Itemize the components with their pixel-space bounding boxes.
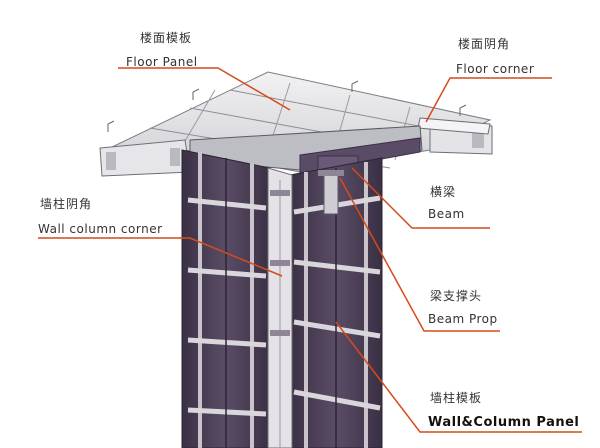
beam-prop-label-zh: 梁支撑头 — [430, 289, 483, 303]
leader-wall-column-corner — [38, 237, 283, 277]
beam-label-en: Beam — [428, 207, 465, 221]
leader-beam-prop — [339, 177, 500, 332]
wall-column-panel-label-en: Wall&Column Panel — [428, 415, 580, 430]
wall-column-panel-label-zh: 墙柱模板 — [430, 391, 483, 405]
floor-panel-label-en: Floor Panel — [126, 55, 198, 69]
floor-panel-label-zh: 楼面模板 — [140, 31, 193, 45]
leader-floor-corner — [425, 77, 552, 123]
leader-floor-panel — [118, 67, 291, 111]
beam-prop-label-en: Beam Prop — [428, 312, 498, 326]
leader-wall-column-panel — [335, 321, 582, 433]
wall-column-corner-label-en: Wall column corner — [38, 222, 163, 236]
leader-beam — [351, 167, 490, 229]
wall-column-right-face — [289, 157, 383, 448]
beam-label-zh: 横梁 — [430, 185, 457, 199]
wall-column-corner-piece — [267, 167, 293, 448]
beam-prop — [318, 170, 344, 215]
floor-corner-label-zh: 楼面阴角 — [458, 37, 511, 51]
wall-column-left-face — [181, 149, 271, 448]
leader-lines — [38, 67, 582, 433]
wall-column-corner-label-zh: 墙柱阴角 — [40, 197, 93, 211]
floor-corner-label-en: Floor corner — [456, 62, 535, 76]
